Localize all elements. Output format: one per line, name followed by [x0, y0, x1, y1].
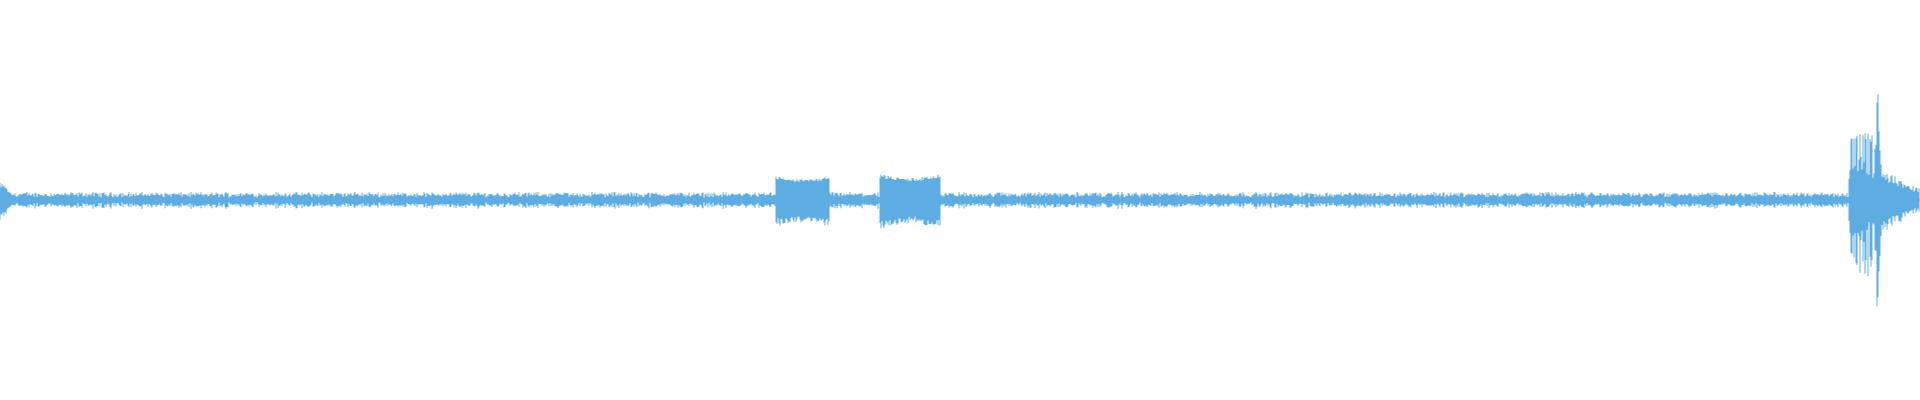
waveform-path: [0, 94, 1920, 307]
